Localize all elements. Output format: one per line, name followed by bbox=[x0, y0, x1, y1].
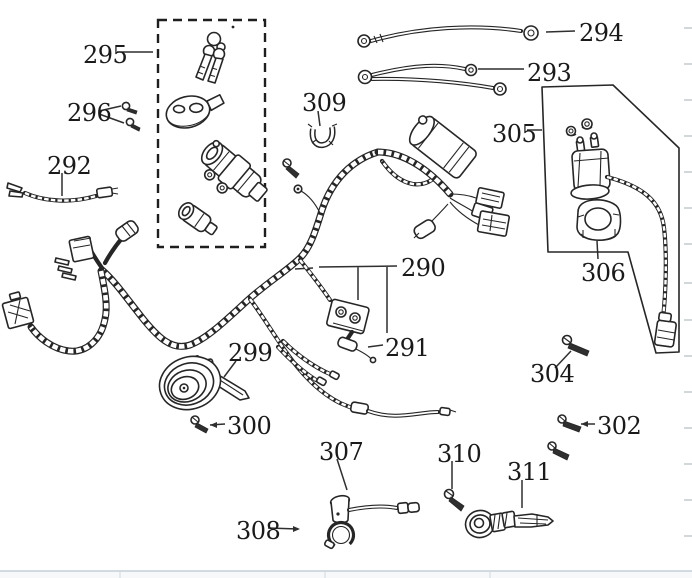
ignition-switch-cap-illustration bbox=[165, 94, 225, 129]
starter-relay-box bbox=[541, 84, 680, 354]
pan-screw-extra bbox=[547, 441, 570, 461]
callout-311: 311 bbox=[507, 458, 552, 486]
callout-292: 292 bbox=[47, 152, 92, 180]
starter-relay-illustration bbox=[570, 132, 677, 348]
callout-294: 294 bbox=[579, 19, 624, 47]
flange-bolt-304 bbox=[561, 334, 590, 357]
lock-set-dashed-box bbox=[156, 18, 267, 249]
ignition-coil-illustration bbox=[408, 115, 477, 179]
left-connector-block bbox=[1, 291, 35, 330]
callout-309: 309 bbox=[302, 89, 347, 117]
lead-wire-292 bbox=[6, 182, 119, 203]
callout-302: 302 bbox=[597, 412, 642, 440]
bottom-page-rule bbox=[0, 570, 692, 578]
callout-305: 305 bbox=[492, 120, 537, 148]
horn-screw-300 bbox=[190, 415, 209, 434]
leader-lines bbox=[61, 30, 599, 532]
key-set-illustration bbox=[195, 25, 235, 84]
sensor-with-lead-307 bbox=[329, 494, 420, 524]
callout-291: 291 bbox=[385, 334, 430, 362]
callout-300: 300 bbox=[227, 412, 272, 440]
pan-screw-310 bbox=[443, 488, 465, 512]
callout-299: 299 bbox=[228, 339, 273, 367]
callout-304: 304 bbox=[530, 360, 575, 388]
battery-cable-294 bbox=[357, 25, 539, 48]
horn-illustration bbox=[158, 355, 250, 411]
rubber-mount-306 bbox=[576, 199, 622, 241]
callout-306: 306 bbox=[581, 259, 626, 287]
relay-connector-cube bbox=[54, 235, 95, 281]
ground-cable-293 bbox=[357, 63, 507, 96]
callout-310: 310 bbox=[437, 440, 482, 468]
pan-screw-302 bbox=[557, 414, 582, 433]
callout-295: 295 bbox=[83, 41, 128, 69]
cable-stay-309 bbox=[307, 123, 338, 149]
ignition-switch-barrel-illustration bbox=[200, 139, 268, 202]
callout-290: 290 bbox=[401, 254, 446, 282]
main-wire-harness bbox=[27, 148, 480, 418]
clamp-ring-308 bbox=[323, 520, 356, 550]
callout-308: 308 bbox=[236, 517, 281, 545]
mounting-screws-296 bbox=[121, 101, 141, 132]
right-edge-ruler-ticks bbox=[684, 27, 692, 537]
steering-lock-set-311 bbox=[464, 509, 554, 539]
callout-293: 293 bbox=[527, 59, 572, 87]
seat-lock-cylinder-illustration bbox=[177, 202, 218, 236]
fuse-holder bbox=[326, 298, 377, 364]
barrel-connector bbox=[115, 220, 139, 242]
callout-307: 307 bbox=[319, 438, 364, 466]
callout-296: 296 bbox=[67, 99, 112, 127]
pan-screw-small bbox=[282, 158, 300, 179]
relay-nuts bbox=[565, 118, 593, 137]
connector-plugs bbox=[413, 187, 510, 240]
